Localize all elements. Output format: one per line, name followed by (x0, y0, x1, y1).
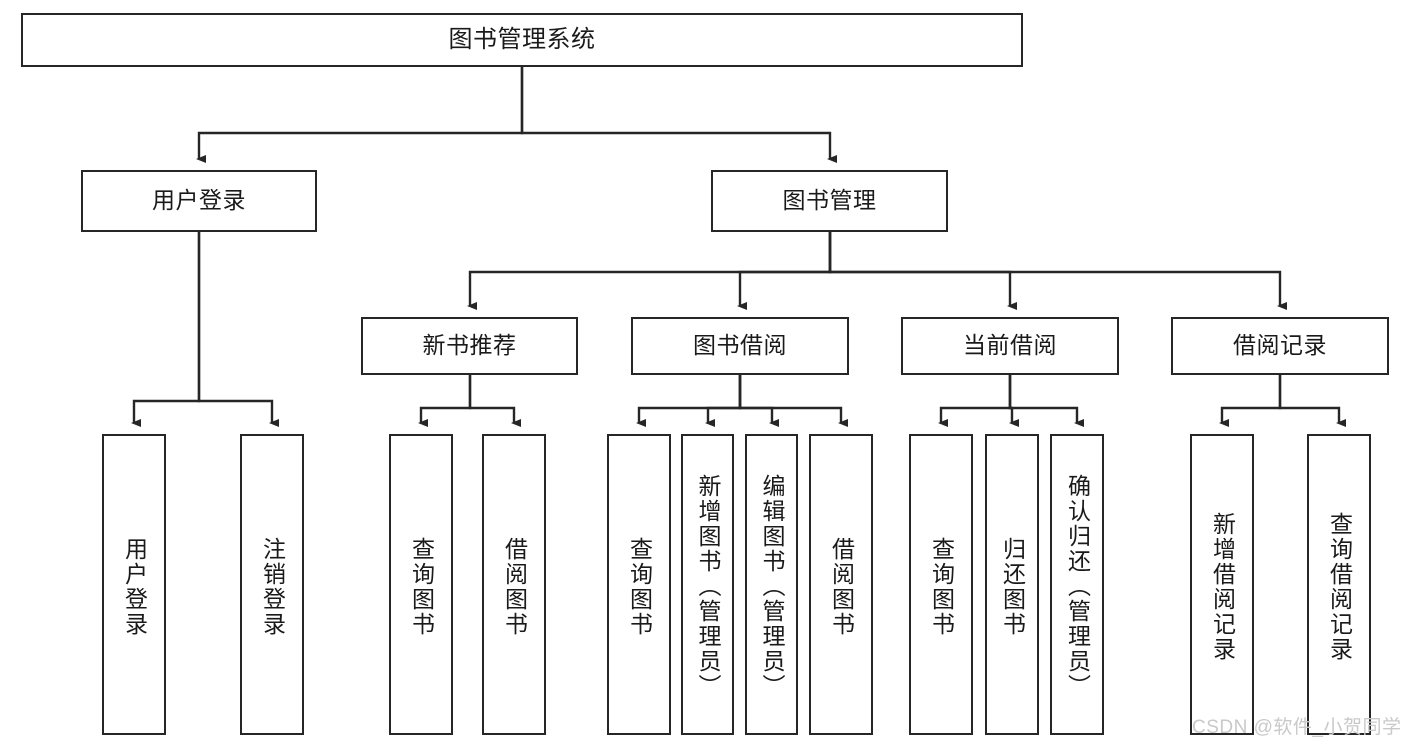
edge-borrow-record-to-leaf-query-borrow-record (1278, 375, 1346, 427)
node-label: 新增图书（管理员） (695, 474, 721, 699)
edge-user-login-to-leaf-user-logout (197, 232, 279, 427)
edge-new-book-recommend-to-leaf-borrow-book-1 (468, 375, 521, 427)
edge-book-borrow-to-leaf-borrow-book-2 (738, 375, 848, 427)
node-label: 图书管理 (782, 187, 877, 214)
node-new-book-recommend[interactable]: 新书推荐 (361, 317, 578, 375)
node-label: 查询借阅记录 (1326, 512, 1353, 662)
node-label: 编辑图书（管理员） (759, 474, 785, 699)
edge-book-manage-to-borrow-record (828, 232, 1287, 310)
node-leaf-edit-book-admin[interactable]: 编辑图书（管理员） (745, 434, 798, 735)
node-label: 用户登录 (121, 537, 148, 637)
node-borrow-record[interactable]: 借阅记录 (1171, 317, 1389, 375)
node-book-borrow[interactable]: 图书借阅 (631, 317, 849, 375)
node-user-login[interactable]: 用户登录 (81, 170, 317, 232)
node-label: 用户登录 (152, 187, 246, 214)
node-label: 当前借阅 (963, 332, 1057, 359)
edge-book-borrow-to-leaf-query-book-2 (636, 375, 742, 427)
edge-user-login-to-leaf-user-login (131, 232, 201, 427)
edge-current-borrow-to-leaf-return-book (1008, 375, 1019, 427)
node-label: 归还图书 (999, 537, 1026, 637)
node-leaf-borrow-book-2[interactable]: 借阅图书 (809, 434, 873, 735)
node-label: 注销登录 (259, 537, 286, 637)
node-label: 图书借阅 (693, 332, 787, 359)
node-leaf-query-borrow-record[interactable]: 查询借阅记录 (1307, 434, 1371, 735)
edge-root-to-user-login (196, 67, 524, 163)
node-label: 查询图书 (626, 537, 653, 637)
node-book-manage[interactable]: 图书管理 (711, 170, 948, 232)
node-label: 查询图书 (928, 537, 955, 637)
edge-borrow-record-to-leaf-add-borrow-record (1219, 375, 1282, 427)
node-leaf-query-book-3[interactable]: 查询图书 (909, 434, 973, 735)
node-current-borrow[interactable]: 当前借阅 (901, 317, 1119, 375)
node-label: 借阅图书 (828, 537, 855, 637)
edge-book-manage-to-current-borrow (828, 232, 1017, 310)
node-leaf-borrow-book-1[interactable]: 借阅图书 (482, 434, 546, 735)
node-label: 借阅图书 (501, 537, 528, 637)
node-label: 确认归还（管理员） (1064, 474, 1091, 699)
edge-book-borrow-to-leaf-add-book-admin (705, 375, 742, 427)
edge-book-borrow-to-leaf-edit-book-admin (738, 375, 779, 427)
node-leaf-confirm-return-admin[interactable]: 确认归还（管理员） (1050, 434, 1104, 735)
node-leaf-return-book[interactable]: 归还图书 (985, 434, 1039, 735)
node-leaf-user-logout[interactable]: 注销登录 (240, 434, 304, 735)
edge-current-borrow-to-leaf-query-book-3 (938, 375, 1012, 427)
node-label: 图书管理系统 (448, 25, 596, 53)
node-leaf-add-borrow-record[interactable]: 新增借阅记录 (1190, 434, 1254, 735)
node-leaf-query-book-2[interactable]: 查询图书 (607, 434, 671, 735)
node-leaf-user-login[interactable]: 用户登录 (102, 434, 166, 735)
node-label: 借阅记录 (1233, 332, 1327, 359)
node-label: 新书推荐 (422, 332, 517, 359)
edge-book-manage-to-new-book-recommend (467, 232, 832, 310)
edge-book-manage-to-book-borrow (737, 232, 832, 310)
node-label: 查询图书 (408, 537, 435, 637)
node-leaf-add-book-admin[interactable]: 新增图书（管理员） (681, 434, 734, 735)
edge-current-borrow-to-leaf-confirm-return-admin (1008, 375, 1084, 427)
node-root[interactable]: 图书管理系统 (21, 13, 1023, 67)
edge-new-book-recommend-to-leaf-query-book-1 (418, 375, 472, 427)
node-label: 新增借阅记录 (1209, 512, 1236, 662)
edge-root-to-book-manage (520, 67, 837, 163)
node-leaf-query-book-1[interactable]: 查询图书 (389, 434, 453, 735)
